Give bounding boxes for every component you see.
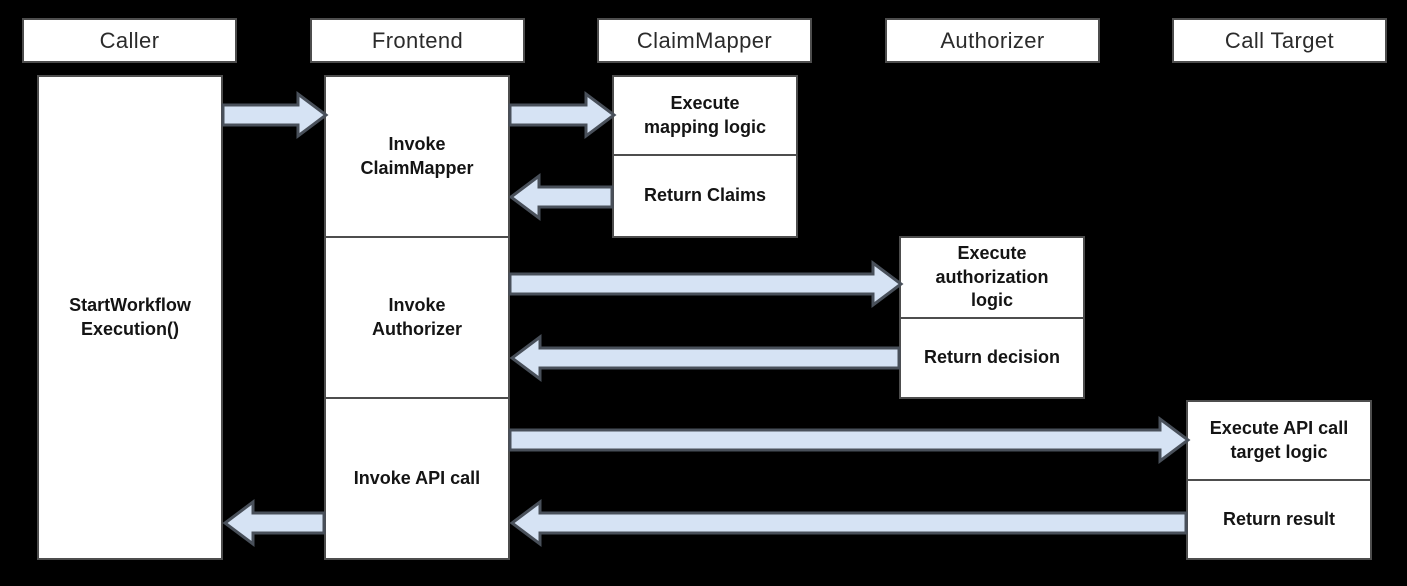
frontend-step-invoke-claimmapper: Invoke ClaimMapper <box>360 134 474 178</box>
frontend-step-invoke-api-call: Invoke API call <box>326 397 508 558</box>
activation-authorizer: Execute authorization logic Return decis… <box>899 236 1085 399</box>
claimmapper-step-return-claims: Return Claims <box>614 154 796 236</box>
lane-header-claimmapper: ClaimMapper <box>597 18 812 63</box>
arrow-frontend-return-to-caller <box>222 499 326 547</box>
activation-claimmapper: Execute mapping logic Return Claims <box>612 75 798 238</box>
authorizer-step-return-decision: Return decision <box>901 317 1083 397</box>
authorizer-step-execute-authorization-logic: Execute authorization logic <box>935 243 1049 311</box>
arrow-frontend-to-claimmapper <box>508 91 617 139</box>
lane-header-calltarget: Call Target <box>1172 18 1387 63</box>
arrow-frontend-to-calltarget <box>508 416 1191 464</box>
arrow-claimmapper-return-to-frontend <box>508 173 614 221</box>
activation-caller: StartWorkflow Execution() <box>37 75 223 560</box>
arrow-frontend-to-authorizer <box>508 260 904 308</box>
calltarget-step-execute-api-call-target-logic: Execute API call target logic <box>1209 418 1349 462</box>
lane-header-caller: Caller <box>22 18 237 63</box>
arrow-authorizer-return-to-frontend <box>509 334 901 382</box>
lane-header-frontend: Frontend <box>310 18 525 63</box>
calltarget-step-return-result: Return result <box>1188 479 1370 558</box>
activation-frontend: Invoke ClaimMapper Invoke Authorizer Inv… <box>324 75 510 560</box>
activation-calltarget: Execute API call target logic Return res… <box>1186 400 1372 560</box>
claimmapper-step-execute-mapping-logic: Execute mapping logic <box>643 93 766 137</box>
caller-start-workflow-label: StartWorkflow Execution() <box>69 295 191 339</box>
lane-header-authorizer: Authorizer <box>885 18 1100 63</box>
arrow-calltarget-return-to-frontend <box>509 499 1188 547</box>
arrow-caller-to-frontend <box>221 91 329 139</box>
frontend-step-invoke-authorizer: Invoke Authorizer <box>326 236 508 397</box>
